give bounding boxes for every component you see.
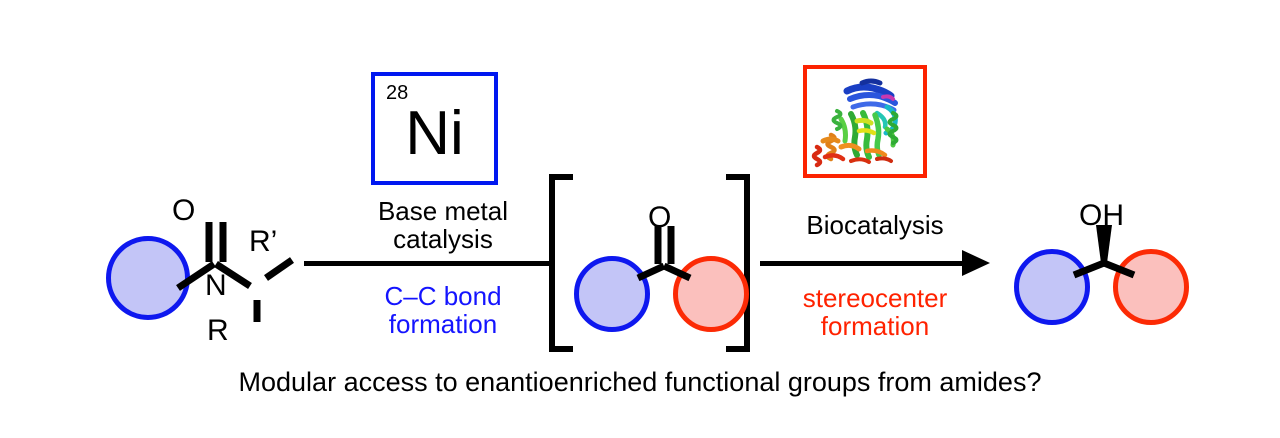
hydroxyl-label-prod: OH xyxy=(1079,199,1124,232)
step-2-below-line2: formation xyxy=(820,311,930,341)
red-sphere-prod xyxy=(1113,249,1189,325)
step-2-reaction-arrow xyxy=(760,261,970,266)
nitrogen-label-sm: N xyxy=(205,269,227,302)
blue-sphere-int xyxy=(574,256,650,332)
blue-sphere-sm xyxy=(106,236,190,320)
carbonyl-oxygen-label-sm: O xyxy=(172,194,196,227)
alcohol-bonds xyxy=(1072,225,1136,279)
step-2-arrowhead xyxy=(962,250,990,276)
red-sphere-int xyxy=(673,256,749,332)
amide-bonds xyxy=(176,222,294,322)
step-1-below-line1: C–C bond xyxy=(384,281,502,311)
enzyme-ribbon-icon xyxy=(807,69,923,174)
bracket-left xyxy=(549,174,573,352)
step-1-reaction-arrow xyxy=(304,261,552,266)
step-1-above-line2: catalysis xyxy=(393,224,493,254)
enzyme-catalyst-badge xyxy=(803,65,927,178)
ketone-bonds xyxy=(636,226,692,282)
nickel-atomic-number: 28 xyxy=(386,82,409,104)
figure-caption: Modular access to enantioenriched functi… xyxy=(238,367,1042,397)
nickel-catalyst-badge: 28 Ni xyxy=(371,72,498,185)
blue-sphere-prod xyxy=(1014,249,1090,325)
step-2-below-line1: stereocenter xyxy=(802,283,948,313)
step-2-above-line1: Biocatalysis xyxy=(806,210,944,240)
r-prime-label-sm: R’ xyxy=(249,225,278,258)
r-label-sm: R xyxy=(207,314,229,347)
step-1-below-line2: formation xyxy=(388,309,498,339)
carbonyl-oxygen-label-int: O xyxy=(648,201,672,234)
nickel-element-symbol: Ni xyxy=(405,99,464,168)
bracket-right xyxy=(726,174,750,352)
step-1-above-line1: Base metal xyxy=(377,196,509,226)
